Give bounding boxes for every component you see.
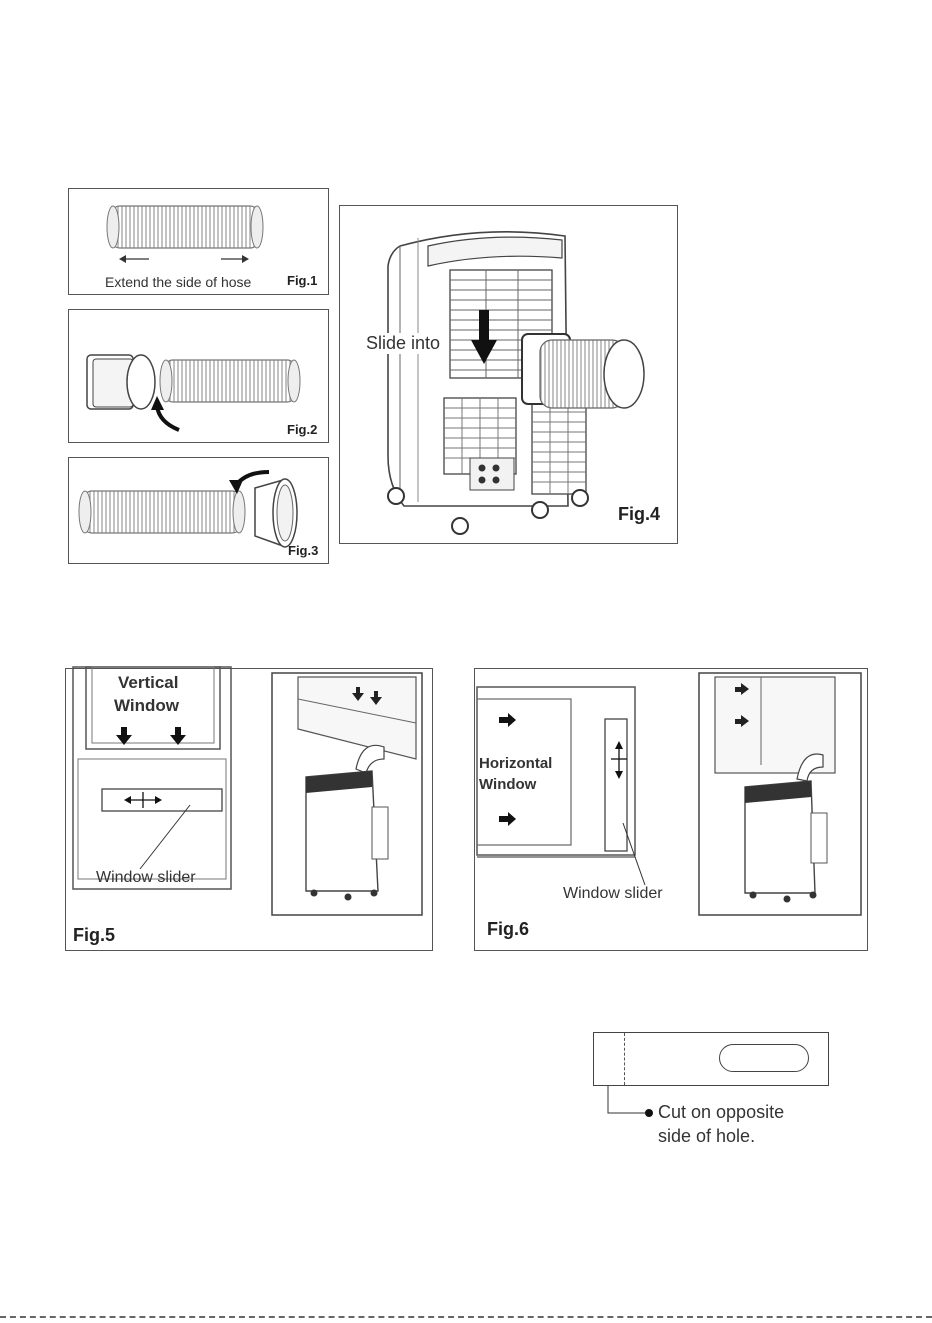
- left-arrow-icon: [119, 255, 149, 263]
- page-bottom-rule: [0, 1316, 932, 1318]
- down-arrow-icon: [116, 727, 132, 745]
- down-arrow-icon: [170, 727, 186, 745]
- fig6-slider-caption: Window slider: [563, 885, 663, 903]
- fig5-label: Fig.5: [73, 925, 115, 946]
- air-conditioner-rear-illustration: [340, 206, 679, 545]
- fig2-label: Fig.2: [287, 422, 317, 437]
- exhaust-adapter-icon: [255, 479, 297, 547]
- right-arrow-icon: [499, 812, 516, 826]
- bullet-icon: [645, 1109, 653, 1117]
- fig2-panel: Fig.2: [68, 309, 329, 443]
- cut-note-line1: Cut on opposite: [658, 1102, 784, 1123]
- fig6-panel: Horizontal Window Window slider Fig.6: [474, 668, 868, 951]
- fig5-slider-caption: Window slider: [96, 869, 196, 887]
- cut-diagram: [593, 1032, 829, 1086]
- fig1-caption: Extend the side of hose: [105, 274, 251, 290]
- fig4-panel: Slide into Fig.4: [339, 205, 678, 544]
- fig4-label: Fig.4: [618, 504, 660, 525]
- fig6-title-line2: Window: [479, 776, 536, 793]
- fig5-title-line1: Vertical: [118, 673, 179, 693]
- fig5-title-line2: Window: [114, 696, 179, 716]
- fig6-label: Fig.6: [487, 919, 529, 940]
- window-adapter-icon: [87, 355, 155, 409]
- fig1-label: Fig.1: [287, 273, 317, 288]
- horizontal-window-illustration: [475, 669, 869, 952]
- fig6-title-line1: Horizontal: [479, 755, 552, 772]
- fig3-panel: Fig.3: [68, 457, 329, 564]
- hole-slot: [719, 1044, 809, 1072]
- fig1-panel: Extend the side of hose Fig.1: [68, 188, 329, 295]
- exhaust-hose-icon: [522, 334, 644, 408]
- fig5-panel: Vertical Window Window slider Fig.5: [65, 668, 433, 951]
- fig3-label: Fig.3: [288, 543, 318, 558]
- fig4-caption: Slide into: [364, 333, 442, 354]
- cut-line: [624, 1033, 625, 1085]
- right-arrow-icon: [221, 255, 249, 263]
- cut-note-line2: side of hole.: [658, 1126, 755, 1147]
- right-arrow-icon: [499, 713, 516, 727]
